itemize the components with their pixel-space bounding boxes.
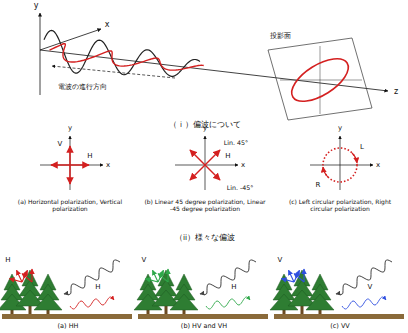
- lin45-arrow: [190, 150, 220, 180]
- polarization-ellipse: [285, 50, 355, 109]
- ground: [2, 314, 132, 319]
- axis-label: y: [68, 125, 72, 133]
- tree: [34, 294, 62, 310]
- z-axis: [40, 50, 388, 91]
- scattering-scene: [270, 260, 404, 319]
- y-axis: [205, 136, 206, 190]
- polarization-label: V: [58, 141, 63, 149]
- lin-45-arrow: [190, 150, 220, 180]
- wave-label: V: [368, 284, 373, 292]
- axis-label: y: [338, 125, 342, 133]
- wave-label: H: [5, 257, 10, 265]
- scattered-arrow: [17, 270, 22, 282]
- scene-caption: (a) HH: [58, 323, 79, 330]
- x-axis: [175, 165, 238, 166]
- scattered-arrow: [294, 270, 299, 282]
- scattered-arrow: [31, 269, 32, 282]
- polarization-label: L: [360, 144, 364, 152]
- projection-plane: [268, 38, 372, 120]
- wave-label: V: [142, 257, 147, 265]
- scattered-arrow: [22, 270, 27, 282]
- x-axis: [40, 165, 103, 166]
- polarization-label: Lin. 45°: [224, 140, 248, 147]
- axis-label: y: [34, 2, 39, 11]
- sub-caption: (b) Linear 45 degree polarization, Linea…: [144, 199, 266, 212]
- left-rotation-arrow: [352, 153, 357, 163]
- horizontal-vertical-diagram: [40, 136, 103, 190]
- direction-label: 電波の進行方向: [58, 84, 107, 92]
- x-axis: [310, 165, 373, 166]
- axis-label: x: [376, 162, 380, 170]
- scattered-arrow: [303, 269, 304, 282]
- axis-label: x: [106, 162, 110, 170]
- scene-caption: (c) VV: [330, 323, 350, 330]
- circular-diagram: [310, 136, 373, 190]
- plane-axis: [280, 80, 362, 81]
- scattered-arrow: [153, 270, 158, 282]
- circular-path: [323, 148, 357, 182]
- scattering-scenes: [0, 260, 404, 319]
- sub-caption: (c) Left circular polarization, Right ci…: [279, 199, 401, 212]
- plane-label: 投影面: [270, 33, 291, 41]
- tree-trunk: [165, 306, 168, 314]
- scattered-wave: [342, 297, 386, 309]
- wave-3d: [40, 13, 388, 120]
- y-axis: [340, 136, 341, 190]
- horizontal-wave: [50, 44, 204, 71]
- polarization-label: R: [316, 182, 321, 190]
- incident-wave: [200, 260, 256, 294]
- scattering-scene: [134, 260, 268, 319]
- ground: [138, 314, 268, 319]
- polarization-label: H: [225, 153, 230, 161]
- sub-caption: (a) Horizontal polarization, Vertical po…: [11, 199, 129, 212]
- y-axis: [70, 136, 71, 190]
- incident-wave: [336, 260, 392, 294]
- section-caption: （ii）様々な偏波: [175, 234, 235, 242]
- ground: [274, 314, 404, 319]
- wave-label: H: [231, 284, 236, 292]
- scattered-arrow: [158, 270, 163, 282]
- incident-wave: [64, 260, 120, 294]
- axis-label: x: [105, 21, 110, 30]
- scattered-arrow: [289, 270, 294, 282]
- wave-label: V: [278, 257, 283, 265]
- scattered-wave: [70, 297, 114, 309]
- tree: [170, 294, 198, 310]
- wave-label: H: [95, 284, 100, 292]
- polarization-label: H: [87, 153, 92, 161]
- axis-label: x: [241, 162, 245, 170]
- tree: [306, 294, 334, 310]
- tree-trunk: [301, 306, 304, 314]
- scattered-wave: [206, 297, 250, 309]
- scattered-arrow: [167, 269, 168, 282]
- polarization-label: Lin. -45°: [227, 185, 254, 192]
- right-rotation-arrow: [323, 167, 328, 177]
- scattering-scene: [0, 260, 132, 319]
- y-axis: [40, 13, 41, 95]
- axis-label: y: [203, 125, 207, 133]
- scene-caption: (b) HV and VH: [181, 323, 227, 330]
- axis-label: z: [394, 88, 398, 97]
- tree-trunk: [29, 306, 32, 314]
- horizontal-arrow: [51, 164, 89, 166]
